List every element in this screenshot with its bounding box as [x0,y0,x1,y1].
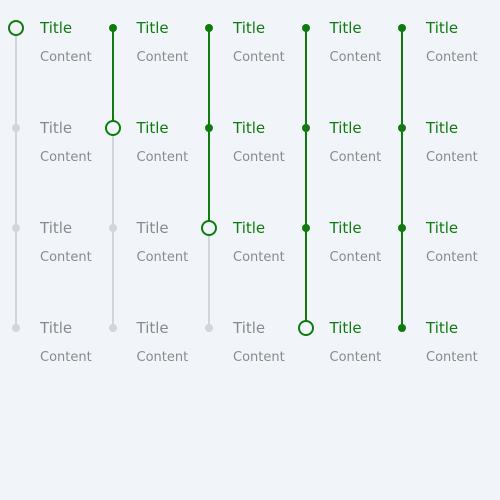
step-content: Content [426,50,478,65]
timeline-connector [208,228,210,328]
timeline-connector [111,128,114,228]
step-content: Content [329,250,382,265]
timeline-connector [304,228,307,328]
step-title: Title [233,219,266,237]
timeline-connector [304,28,307,128]
step-title: Title [136,19,169,37]
step-title: Title [136,319,169,337]
step-content: Content [40,350,92,365]
step-dot-icon [398,324,406,332]
step-dot-icon [205,124,213,132]
step-title: Title [426,319,459,337]
step-dot-icon [205,24,213,32]
current-step-ring-icon [104,120,121,136]
step-dot-icon [205,324,213,332]
step-title: Title [426,219,459,237]
step-title: Title [329,219,362,237]
step-title: Title [233,119,266,137]
timeline-connector [111,28,114,128]
step-content: Content [136,50,189,65]
timeline-connector [208,128,210,228]
step-title: Title [426,19,459,37]
step-content: Content [233,250,285,265]
timeline-connector [15,128,17,228]
step-title: Title [40,119,73,137]
timeline-connector [15,228,17,328]
step-content: Content [136,250,189,265]
step-title: Title [40,319,73,337]
timeline-connector [401,28,403,128]
step-dot-icon [108,24,117,32]
step-content: Content [329,150,382,165]
step-content: Content [426,250,478,265]
step-content: Content [233,150,285,165]
timeline-connector [15,28,17,128]
step-title: Title [329,319,362,337]
step-dot-icon [398,24,406,32]
timeline-connector [304,128,307,228]
step-dot-icon [301,24,310,32]
current-step-ring-icon [297,320,314,336]
step-title: Title [233,319,266,337]
step-dot-icon [301,124,310,132]
step-content: Content [40,150,92,165]
step-content: Content [426,350,478,365]
step-title: Title [136,119,169,137]
step-content: Content [40,50,92,65]
step-dot-icon [12,224,20,232]
step-dot-icon [108,224,117,232]
step-content: Content [40,250,92,265]
step-dot-icon [301,224,310,232]
step-title: Title [136,219,169,237]
step-content: Content [136,350,189,365]
step-content: Content [426,150,478,165]
step-dot-icon [108,324,117,332]
current-step-ring-icon [201,220,217,236]
step-title: Title [329,119,362,137]
step-title: Title [329,19,362,37]
step-title: Title [40,19,73,37]
step-content: Content [233,50,285,65]
step-dot-icon [398,124,406,132]
step-content: Content [329,50,382,65]
step-dot-icon [12,124,20,132]
step-dot-icon [398,224,406,232]
timeline-connector [208,28,210,128]
timeline-connector [401,228,403,328]
step-title: Title [40,219,73,237]
step-title: Title [426,119,459,137]
step-content: Content [136,150,189,165]
step-content: Content [329,350,382,365]
current-step-ring-icon [8,20,24,36]
step-title: Title [233,19,266,37]
step-content: Content [233,350,285,365]
timeline-connector [401,128,403,228]
timeline-connector [111,228,114,328]
step-dot-icon [12,324,20,332]
